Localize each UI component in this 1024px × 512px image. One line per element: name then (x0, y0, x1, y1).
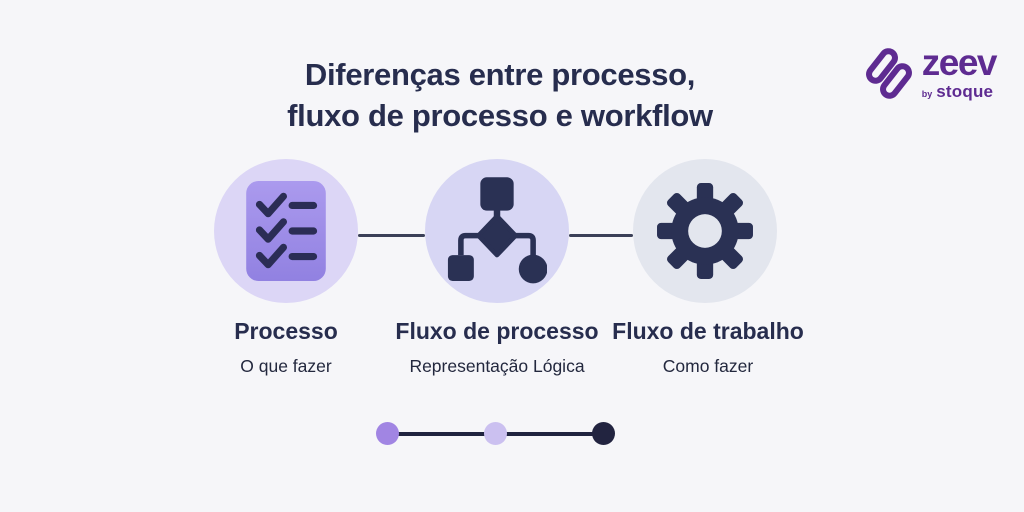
logo-byline-prefix: by (921, 89, 933, 99)
zeev-mark-icon (865, 48, 912, 99)
page-title-line1: Diferenças entre processo, (304, 57, 696, 92)
workflow-label-block: Fluxo de trabalho Como fazer (548, 316, 868, 377)
gear-icon (657, 183, 753, 279)
logo-byline-name: stoque (936, 82, 994, 101)
connector-line-2 (569, 234, 633, 237)
page-title: Diferenças entre processo, fluxo de proc… (0, 54, 1000, 136)
logo-wordstack: zeev by stoque (921, 42, 998, 102)
process-flow-circle (425, 159, 569, 303)
workflow-sublabel: Como fazer (662, 356, 754, 376)
logo-byline: by stoque (922, 82, 993, 102)
process-circle (214, 159, 358, 303)
flowchart-icon (447, 177, 547, 284)
process-flow-sublabel: Representação Lógica (409, 356, 585, 376)
brand-logo: zeev by stoque (863, 42, 998, 102)
process-sublabel: O que fazer (240, 356, 332, 376)
logo-brand-text: zeev (921, 42, 998, 83)
process-flow-label: Fluxo de processo (395, 318, 599, 344)
timeline-dot-2 (484, 422, 507, 445)
checklist-icon (246, 181, 326, 281)
process-label: Processo (234, 318, 338, 344)
timeline-dot-1 (376, 422, 399, 445)
connector-line-1 (358, 234, 425, 237)
workflow-circle (633, 159, 777, 303)
process-flow-label-block: Fluxo de processo Representação Lógica (337, 316, 657, 377)
process-label-block: Processo O que fazer (126, 316, 446, 377)
timeline-dot-3 (592, 422, 615, 445)
workflow-label: Fluxo de trabalho (612, 318, 804, 344)
page-title-line2: fluxo de processo e workflow (287, 98, 713, 133)
